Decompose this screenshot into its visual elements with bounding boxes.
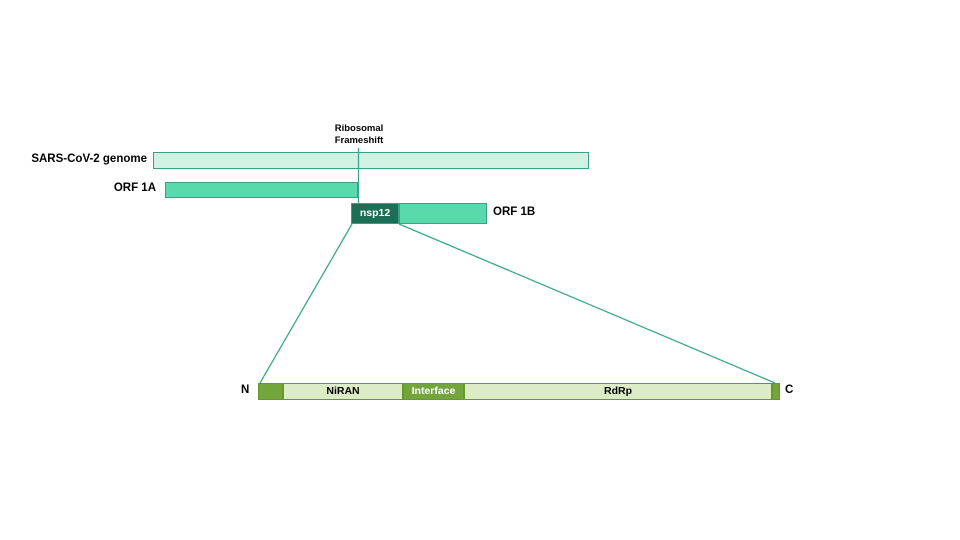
c-terminus-label: C bbox=[785, 384, 794, 396]
orf1a-label: ORF 1A bbox=[113, 182, 156, 194]
domain-segment-n-terminal bbox=[258, 383, 283, 400]
ribosomal-frameshift-label: Ribosomal Frameshift bbox=[309, 123, 409, 146]
domain-segment-c-terminal bbox=[772, 383, 780, 400]
orf1a-bar bbox=[165, 182, 358, 198]
zoom-connector-left-line bbox=[259, 223, 353, 384]
zoom-connector-right-line bbox=[398, 223, 776, 384]
nsp12-box: nsp12 bbox=[351, 203, 399, 224]
ribosomal-frameshift-line1: Ribosomal bbox=[334, 123, 384, 134]
domain-segment-interface: Interface bbox=[403, 383, 464, 400]
orf1b-label: ORF 1B bbox=[493, 206, 536, 218]
ribosomal-frameshift-line2: Frameshift bbox=[334, 134, 384, 146]
genome-label: SARS-CoV-2 genome bbox=[31, 153, 147, 165]
n-terminus-label: N bbox=[241, 384, 250, 396]
domain-segment-niran: NiRAN bbox=[283, 383, 403, 400]
orf1b-bar bbox=[399, 203, 487, 224]
genome-bar bbox=[153, 152, 589, 169]
nsp12-domain-bar: NiRAN Interface RdRp bbox=[258, 383, 780, 400]
domain-segment-rdrp: RdRp bbox=[464, 383, 772, 400]
